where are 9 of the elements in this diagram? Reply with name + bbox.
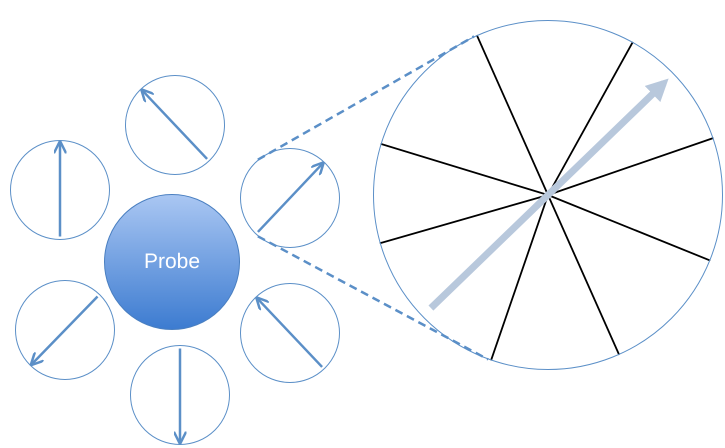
direction-circle: [130, 345, 230, 445]
zoom-line: [257, 35, 475, 161]
direction-circle: [10, 140, 110, 240]
direction-circle: [15, 280, 115, 380]
direction-circle: [240, 148, 340, 248]
direction-circle: [125, 75, 225, 175]
zoom-line: [257, 235, 489, 361]
direction-circle: [240, 283, 340, 383]
probe-label: Probe: [144, 250, 200, 274]
